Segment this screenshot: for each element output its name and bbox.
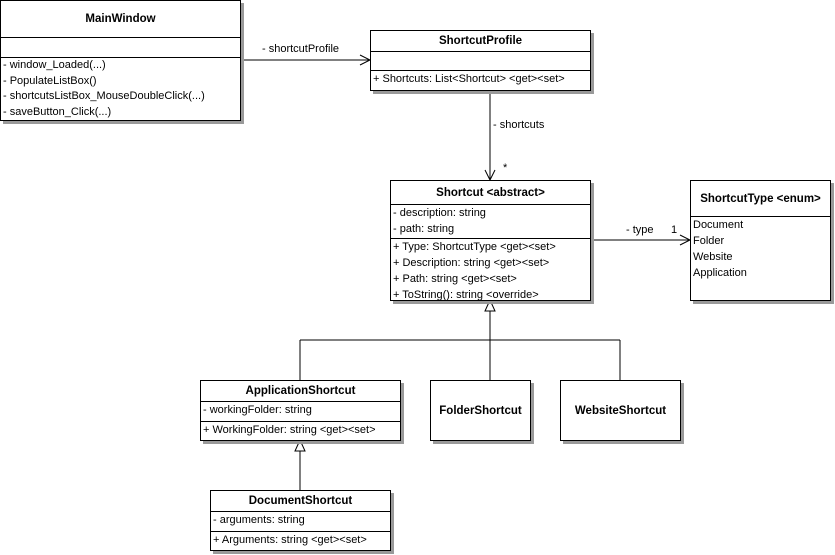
class-name: WebsiteShortcut xyxy=(574,404,667,417)
multiplicity-label-many: * xyxy=(503,162,508,174)
attributes-compartment xyxy=(371,52,590,71)
method-row: - window_Loaded(...) xyxy=(3,59,106,71)
attribute-row: - description: string xyxy=(393,207,486,219)
enum-name: ShortcutType <enum> xyxy=(691,181,830,217)
association-main-to-profile xyxy=(240,54,372,66)
association-shortcut-to-type xyxy=(590,234,692,246)
method-row: - saveButton_Click(...) xyxy=(3,105,112,118)
method-row: - shortcutsListBox_MouseDoubleClick(...) xyxy=(3,90,205,102)
class-name: DocumentShortcut xyxy=(211,491,390,512)
method-row: + Type: ShortcutType <get><set> xyxy=(393,241,556,253)
method-row: + ToString(): string <override> xyxy=(393,289,539,301)
class-document-shortcut[interactable]: DocumentShortcut - arguments: string + A… xyxy=(210,490,391,551)
generalization-to-application-shortcut xyxy=(294,438,306,490)
generalization-to-shortcut xyxy=(299,298,621,380)
attribute-row: - arguments: string xyxy=(213,514,305,526)
methods-compartment: - window_Loaded(...) - PopulateListBox()… xyxy=(1,58,240,121)
attributes-compartment: - arguments: string xyxy=(211,512,390,532)
role-label-type: - type xyxy=(626,224,654,236)
enum-value: Website xyxy=(693,251,733,263)
methods-compartment: + WorkingFolder: string <get><set> xyxy=(201,422,400,439)
class-website-shortcut[interactable]: WebsiteShortcut xyxy=(560,380,681,441)
class-name: Shortcut <abstract> xyxy=(391,181,590,205)
enum-shortcut-type[interactable]: ShortcutType <enum> Document Folder Webs… xyxy=(690,180,831,301)
attributes-compartment xyxy=(1,38,240,58)
role-label-shortcuts: - shortcuts xyxy=(493,119,545,131)
class-name: ApplicationShortcut xyxy=(201,381,400,402)
association-profile-to-shortcut xyxy=(484,91,496,182)
class-shortcut-profile[interactable]: ShortcutProfile + Shortcuts: List<Shortc… xyxy=(370,30,591,91)
method-row: - PopulateListBox() xyxy=(3,74,97,87)
enum-value: Application xyxy=(693,267,747,279)
method-row: + Shortcuts: List<Shortcut> <get><set> xyxy=(373,73,565,85)
attribute-row: - workingFolder: string xyxy=(203,404,312,416)
class-main-window[interactable]: MainWindow - window_Loaded(...) - Popula… xyxy=(0,0,241,121)
class-name: MainWindow xyxy=(1,1,240,38)
method-row: + Path: string <get><set> xyxy=(393,273,517,285)
method-row: + Arguments: string <get><set> xyxy=(213,534,367,546)
class-shortcut[interactable]: Shortcut <abstract> - description: strin… xyxy=(390,180,591,301)
methods-compartment: + Type: ShortcutType <get><set> + Descri… xyxy=(391,239,590,304)
attribute-row: - path: string xyxy=(393,223,455,235)
class-name: ShortcutProfile xyxy=(371,31,590,52)
class-name: FolderShortcut xyxy=(439,404,522,417)
attributes-compartment: - workingFolder: string xyxy=(201,402,400,422)
method-row: + Description: string <get><set> xyxy=(393,257,550,269)
multiplicity-label-one: 1 xyxy=(671,224,678,236)
role-label-shortcut-profile: - shortcutProfile xyxy=(262,43,340,55)
methods-compartment: + Arguments: string <get><set> xyxy=(211,532,390,549)
class-folder-shortcut[interactable]: FolderShortcut xyxy=(430,380,531,441)
enum-values-compartment: Document Folder Website Application xyxy=(691,217,830,282)
enum-value: Folder xyxy=(693,235,725,247)
enum-value: Document xyxy=(693,219,744,231)
method-row: + WorkingFolder: string <get><set> xyxy=(203,424,376,436)
class-application-shortcut[interactable]: ApplicationShortcut - workingFolder: str… xyxy=(200,380,401,441)
attributes-compartment: - description: string - path: string xyxy=(391,205,590,239)
methods-compartment: + Shortcuts: List<Shortcut> <get><set> xyxy=(371,71,590,88)
